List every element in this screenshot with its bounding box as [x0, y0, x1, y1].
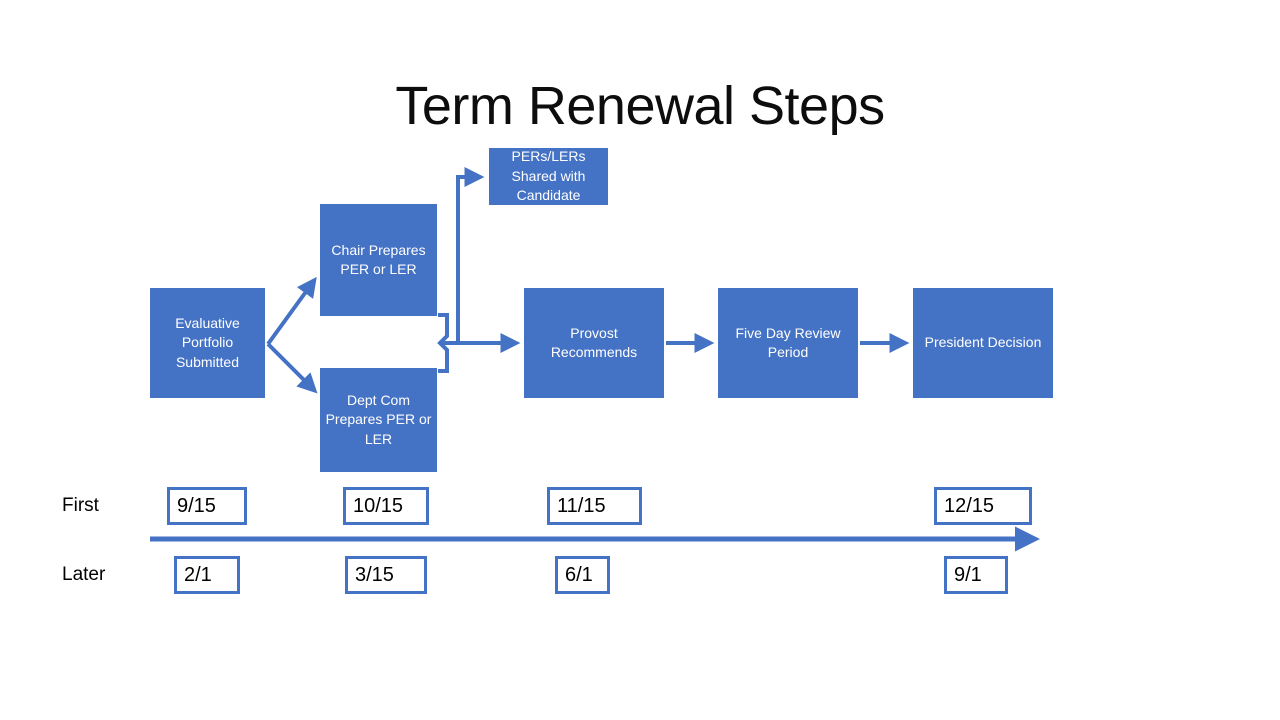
flow-box-label: President Decision	[924, 334, 1042, 351]
flow-box-label: Five Day Review Period	[735, 324, 841, 361]
connector-brace-merge	[437, 313, 449, 373]
connector-portfolio-to-chair	[266, 276, 317, 346]
flow-box-provost-recommends[interactable]: Provost Recommends	[524, 288, 664, 398]
timeline-date-box[interactable]: 3/15	[345, 556, 427, 594]
flow-box-five-day-review-period[interactable]: Five Day Review Period	[718, 288, 858, 398]
page-title: Term Renewal Steps	[395, 76, 885, 136]
flow-box-chair-prepares[interactable]: Chair Prepares PER or LER	[320, 204, 437, 316]
flow-box-president-decision[interactable]: President Decision	[913, 288, 1053, 398]
connector-merge-to-shared	[440, 167, 485, 345]
timeline-date-box[interactable]: 6/1	[555, 556, 610, 594]
timeline-date-box[interactable]: 11/15	[547, 487, 642, 525]
timeline-date-box[interactable]: 10/15	[343, 487, 429, 525]
flow-box-label: PERs/LERs Shared with Candidate	[511, 148, 586, 204]
timeline-date-box[interactable]: 12/15	[934, 487, 1032, 525]
timeline-row-label-later: Later	[62, 564, 106, 585]
flow-box-evaluative-portfolio-submitted[interactable]: Evaluative Portfolio Submitted	[150, 288, 265, 398]
timeline-date-box[interactable]: 9/15	[167, 487, 247, 525]
flow-box-label: Chair Prepares PER or LER	[331, 241, 426, 278]
timeline-date-box[interactable]: 2/1	[174, 556, 240, 594]
flow-box-label: Dept Com Prepares PER or LER	[325, 391, 432, 447]
flow-box-pers-lers-shared[interactable]: PERs/LERs Shared with Candidate	[489, 148, 608, 205]
flow-box-label: Evaluative Portfolio Submitted	[175, 314, 240, 370]
flow-box-label: Provost Recommends	[550, 324, 638, 361]
timeline-date-box[interactable]: 9/1	[944, 556, 1008, 594]
timeline-row-label-first: First	[62, 495, 99, 516]
connector-portfolio-to-deptcom	[266, 342, 318, 394]
flow-box-dept-com-prepares[interactable]: Dept Com Prepares PER or LER	[320, 368, 437, 472]
